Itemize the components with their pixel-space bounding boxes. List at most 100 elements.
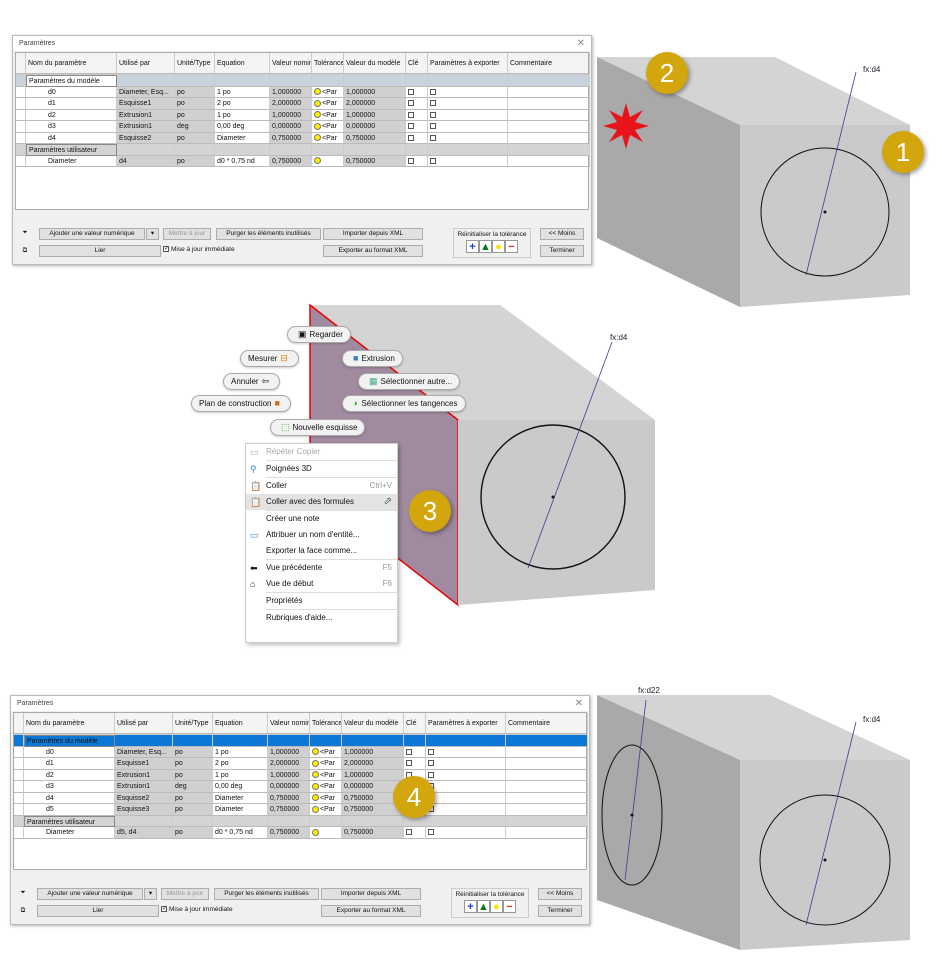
upper-tolerance-icon[interactable]: + <box>464 900 477 913</box>
param-name[interactable]: d0 <box>26 86 117 98</box>
menu-item-create-note[interactable]: Créer une note <box>246 511 397 527</box>
marking-mesurer[interactable]: Mesurer⊟ <box>240 350 299 367</box>
equation[interactable]: 0,00 deg <box>215 121 270 133</box>
purge-button[interactable]: Purger les éléments inutilisés <box>214 888 319 900</box>
tolerance[interactable] <box>310 827 342 839</box>
export-checkbox[interactable] <box>428 760 434 767</box>
column-header[interactable]: Valeur du modèle <box>344 53 406 74</box>
marking-regarder[interactable]: ▣Regarder <box>287 326 351 343</box>
export-checkbox[interactable] <box>428 771 434 778</box>
done-button[interactable]: Terminer <box>540 245 584 257</box>
group-label[interactable]: Paramètres du modèle <box>24 735 115 747</box>
param-name[interactable]: d2 <box>24 769 115 781</box>
menu-item-repeat-copy[interactable]: ▭Répéter Copier <box>246 444 397 460</box>
cube-bottom-right[interactable]: fx:d4 fx:d22 <box>597 686 910 950</box>
link-icon[interactable]: ⧉ <box>20 907 26 914</box>
link-button[interactable]: Lier <box>37 905 159 917</box>
export-xml-button[interactable]: Exporter au format XML <box>323 245 423 257</box>
dimension-label[interactable]: fx:d22 <box>638 686 660 695</box>
done-button[interactable]: Terminer <box>538 905 582 917</box>
nominal-tolerance-icon[interactable]: ● <box>492 240 505 253</box>
column-header[interactable]: Nom du paramètre <box>24 713 115 734</box>
column-header[interactable]: Commentaire <box>506 713 588 734</box>
dimension-label[interactable]: fx:d4 <box>610 333 628 342</box>
filter-icon[interactable]: ⏷ <box>22 229 28 236</box>
link-button[interactable]: Lier <box>39 245 161 257</box>
column-header[interactable]: Valeur nominale <box>270 53 312 74</box>
tolerance[interactable]: <Par <box>310 804 342 816</box>
export-checkbox[interactable] <box>430 157 436 164</box>
marking-extrusion[interactable]: ■Extrusion <box>342 350 403 367</box>
column-header[interactable]: Tolérance <box>312 53 344 74</box>
group-row[interactable]: Paramètres du modèle <box>16 75 590 87</box>
group-row[interactable]: Paramètres utilisateur <box>16 144 590 156</box>
export-checkbox[interactable] <box>430 111 436 118</box>
param-name[interactable]: d2 <box>26 109 117 121</box>
import-xml-button[interactable]: Importer depuis XML <box>323 228 423 240</box>
add-dropdown-chevron-icon[interactable]: ▾ <box>146 228 159 240</box>
comment[interactable] <box>506 746 588 758</box>
comment[interactable] <box>506 758 588 770</box>
marking-selectionner-autre[interactable]: ▦Sélectionner autre... <box>358 373 461 390</box>
tolerance[interactable]: <Par <box>312 132 344 144</box>
group-row[interactable]: Paramètres du modèle <box>14 735 588 747</box>
param-name[interactable]: d1 <box>24 758 115 770</box>
immediate-update-checkbox[interactable]: ✓Mise à jour immédiate <box>161 905 251 917</box>
export-checkbox[interactable] <box>428 748 434 755</box>
menu-item-export-face[interactable]: Exporter la face comme... <box>246 543 397 559</box>
group-row[interactable]: Paramètres utilisateur <box>14 815 588 827</box>
column-header[interactable]: Unité/Type <box>173 713 213 734</box>
column-header[interactable]: Equation <box>215 53 270 74</box>
key-checkbox[interactable] <box>406 829 412 836</box>
equation[interactable]: 1 po <box>213 746 268 758</box>
equation[interactable]: Diameter <box>213 804 268 816</box>
menu-item-properties[interactable]: Propriétés <box>246 593 397 609</box>
equation[interactable]: 0,00 deg <box>213 781 268 793</box>
param-name[interactable]: d4 <box>24 792 115 804</box>
add-numeric-button[interactable]: Ajouter une valeur numérique <box>37 888 143 900</box>
tolerance[interactable]: <Par <box>312 86 344 98</box>
param-name[interactable]: d3 <box>24 781 115 793</box>
tolerance[interactable]: <Par <box>310 792 342 804</box>
export-xml-button[interactable]: Exporter au format XML <box>321 905 421 917</box>
param-name[interactable]: Diameter <box>26 155 117 167</box>
export-checkbox[interactable] <box>430 134 436 141</box>
column-header[interactable]: Tolérance <box>310 713 342 734</box>
column-header[interactable]: Unité/Type <box>175 53 215 74</box>
column-header[interactable]: Equation <box>213 713 268 734</box>
marking-tangences[interactable]: ◗Sélectionner les tangences <box>342 395 466 412</box>
comment[interactable] <box>506 769 588 781</box>
equation[interactable]: Diameter <box>213 792 268 804</box>
upper-tolerance-icon[interactable]: + <box>466 240 479 253</box>
symmetric-tolerance-icon[interactable]: ▲ <box>479 240 492 253</box>
link-icon[interactable]: ⧉ <box>22 247 28 254</box>
purge-button[interactable]: Purger les éléments inutilisés <box>216 228 321 240</box>
menu-item-assign-name[interactable]: ▭Attribuer un nom d'entité... <box>246 527 397 543</box>
comment[interactable] <box>506 827 588 839</box>
dimension-label[interactable]: fx:d4 <box>863 65 881 74</box>
dimension-label[interactable]: fx:d4 <box>863 715 881 724</box>
tolerance[interactable]: <Par <box>310 746 342 758</box>
cube-top-right[interactable]: fx:d4 <box>597 57 910 307</box>
tolerance[interactable]: <Par <box>310 769 342 781</box>
column-header[interactable]: Paramètres à exporter <box>428 53 508 74</box>
lower-tolerance-icon[interactable]: − <box>505 240 518 253</box>
key-checkbox[interactable] <box>406 748 412 755</box>
marking-nouvelle-esquisse[interactable]: ⬚Nouvelle esquisse <box>270 419 366 436</box>
column-header[interactable]: Valeur nominale <box>268 713 310 734</box>
menu-item-3d-grips[interactable]: ⚲Poignées 3D <box>246 461 397 477</box>
param-name[interactable]: d0 <box>24 746 115 758</box>
comment[interactable] <box>508 86 590 98</box>
nominal-tolerance-icon[interactable]: ● <box>490 900 503 913</box>
immediate-update-checkbox[interactable]: ✓Mise à jour immédiate <box>163 245 253 257</box>
